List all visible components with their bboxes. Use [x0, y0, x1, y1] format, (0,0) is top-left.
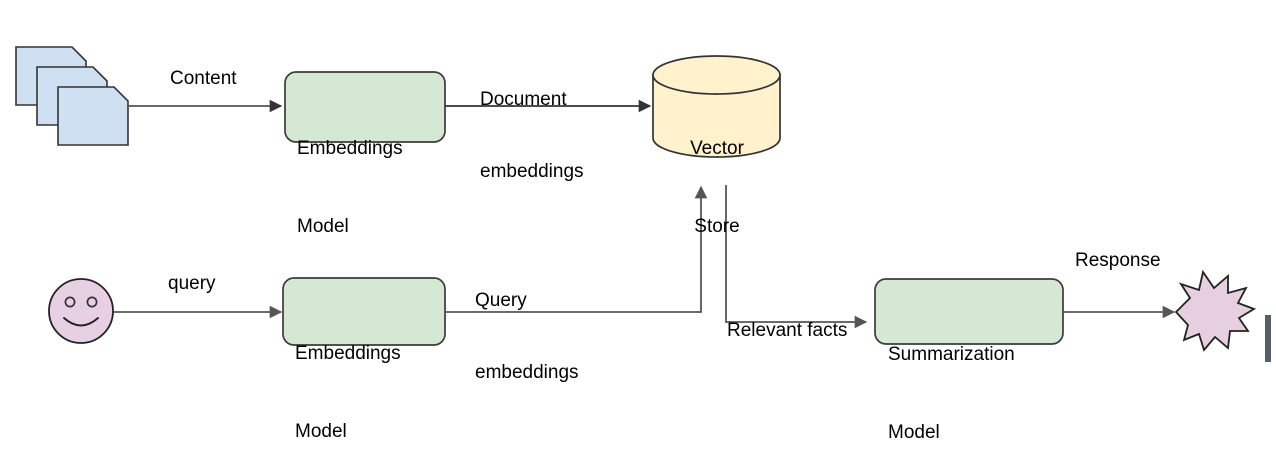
edge-label-query: query — [168, 273, 216, 294]
cursor-bar — [1265, 315, 1271, 362]
smiley-eye-left — [64, 296, 76, 308]
edge-label-response: Response — [1075, 250, 1161, 271]
edge-label-document-embeddings: Document embeddings — [480, 40, 584, 208]
edge-label-document-embeddings-line2: embeddings — [480, 161, 584, 182]
smiley-eye-right — [86, 296, 98, 308]
diagram-canvas — [15, 46, 1271, 362]
edge-label-query-embeddings-line2: embeddings — [475, 362, 579, 383]
edge-query-embeddings — [445, 185, 708, 313]
edge-label-query-embeddings-line1: Query — [475, 290, 527, 311]
starburst-icon[interactable] — [1174, 269, 1257, 352]
node-embeddings-model-bottom[interactable] — [282, 277, 446, 346]
node-embeddings-model-top[interactable] — [284, 71, 446, 143]
node-vector-store[interactable] — [652, 55, 781, 158]
node-summarization-model-line2: Model — [888, 422, 940, 443]
vector-store-body — [652, 74, 781, 158]
document-stack-icon — [15, 46, 129, 146]
edge-relevant-facts — [725, 185, 868, 329]
node-summarization-model[interactable] — [874, 278, 1064, 345]
edge-label-query-embeddings: Query embeddings — [475, 241, 579, 409]
smiley-face-circle — [48, 278, 114, 344]
edge-label-relevant-facts: Relevant facts — [727, 320, 848, 341]
document-sheet-front — [57, 86, 129, 146]
smiley-mouth — [63, 317, 99, 327]
edge-label-content: Content — [170, 68, 237, 89]
node-embeddings-model-bottom-line2: Model — [295, 421, 347, 442]
vector-store-top-ellipse — [652, 55, 781, 95]
smiley-face-icon[interactable] — [48, 278, 114, 344]
edge-label-document-embeddings-line1: Document — [480, 89, 567, 110]
